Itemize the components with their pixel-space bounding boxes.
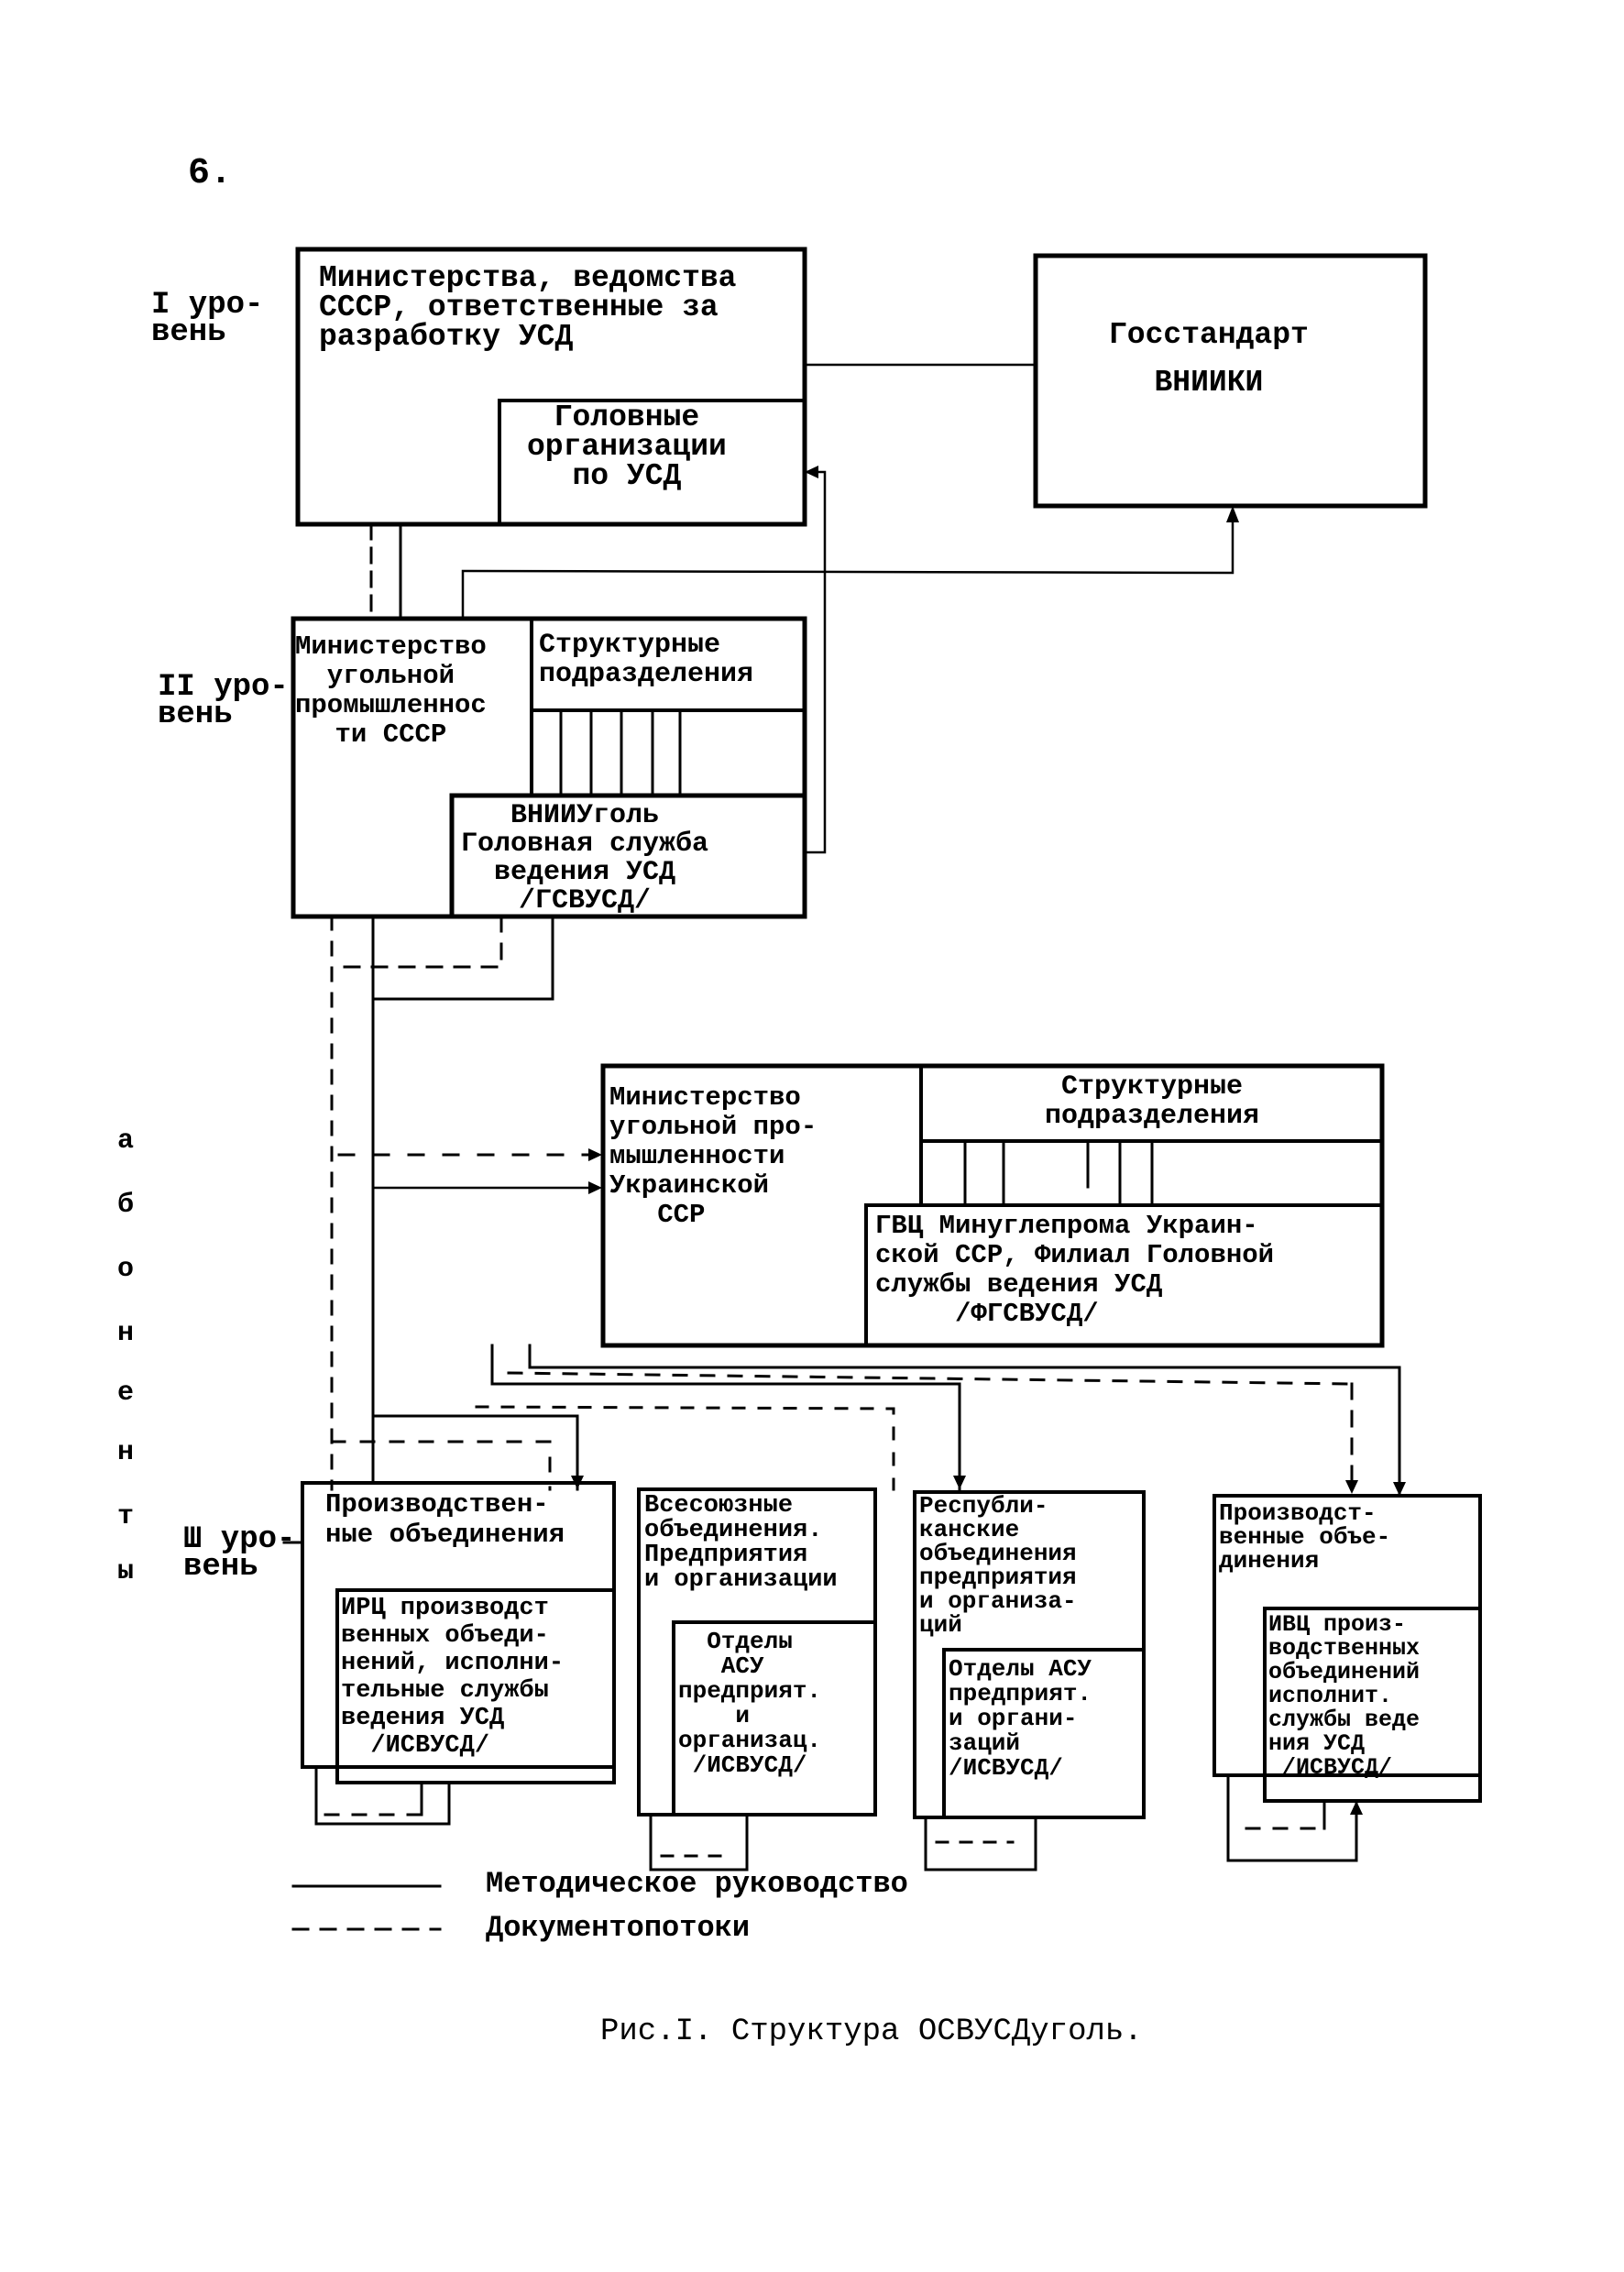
ivc-prod-text: ИВЦ произ- водственных объединений испол… (1268, 1611, 1421, 1781)
prod-assoc-2-text: Производст- венные объе- динения (1219, 1499, 1391, 1575)
loop-prod-assoc-1 (314, 1765, 451, 1826)
subscribers-letter: а (117, 1125, 135, 1157)
subscribers-letter: о (117, 1254, 135, 1285)
arrow-prod2-method (1393, 1482, 1406, 1496)
link-coal-ministry-gosstandart (461, 511, 1234, 620)
arrow-head-orgs (805, 466, 818, 478)
link-docflow-allunion (330, 1440, 552, 1491)
link-vniiugol-docflow-loop (337, 915, 503, 969)
republican-text: Республи- канские объединения предприяти… (919, 1492, 1077, 1639)
box-gvc-ukr (864, 1203, 1384, 1347)
subscribers-letter: т (117, 1501, 135, 1532)
asu-depts-1-text: Отделы АСУ предприят. и организац. /ИСВУ… (678, 1628, 822, 1779)
subscribers-letter: е (117, 1377, 135, 1409)
link-ukr-method-republican (490, 1344, 961, 1491)
box-vniiugol (449, 793, 807, 919)
arrow-allunion (571, 1476, 584, 1489)
head-orgs-text: Головные организации по УСД (527, 401, 727, 493)
link-vniiugol-head-orgs (803, 470, 827, 854)
arrow-ukr-method (588, 1181, 602, 1194)
arrow-ukr-docflow (588, 1148, 602, 1161)
struct-units-ussr-text: Структурные подразделения (539, 630, 754, 690)
irc-prod-text: ИРЦ производст венных объеди- нений, исп… (341, 1595, 565, 1760)
box-asu-depts-2 (942, 1648, 1146, 1819)
level-2-label: II уро- вень (158, 670, 289, 732)
loop-republican (924, 1816, 1037, 1871)
arrowheads (571, 466, 1406, 1815)
coal-ministry-ussr-text: Министерство угольной промышленнос ти СС… (295, 631, 487, 750)
box-irc-prod (335, 1588, 616, 1784)
arrow-prod2 (1345, 1480, 1358, 1494)
loop-allunion (649, 1813, 749, 1871)
link-docflow-republican (475, 1405, 895, 1491)
allunion-text: Всесоюзные объединения. Предприятия и ор… (644, 1492, 838, 1594)
ministries-ussr-text: Министерства, ведомства СССР, ответствен… (319, 261, 737, 354)
gosstandart-text: Госстандарт ВНИИКИ (1109, 318, 1309, 400)
box-ivc-prod (1263, 1607, 1482, 1803)
loop-prod-assoc-2 (1226, 1773, 1358, 1862)
link-method-allunion (371, 1414, 579, 1491)
struct-units-cells-ussr (559, 711, 682, 797)
asu-depts-2-text: Отделы АСУ предприят. и органи- заций /И… (949, 1655, 1092, 1782)
subscribers-letter: н (117, 1437, 135, 1468)
coal-ministry-ukr-text: Министерство угольной про- мышленности У… (609, 1082, 817, 1230)
prod-assoc-1-text: Производствен- ные объединения (325, 1489, 565, 1550)
box-gosstandart (1033, 253, 1428, 509)
box-asu-depts-1 (672, 1620, 877, 1817)
link-ukr-docflow-row (507, 1371, 1354, 1386)
arrow-prod4-loop (1350, 1801, 1363, 1815)
figure-caption: Рис.I. Структура ОСВУСДуголь. (600, 2014, 1143, 2049)
subscribers-letter: н (117, 1318, 135, 1349)
subscribers-letter: ы (117, 1556, 135, 1587)
struct-units-ukr-text: Структурные подразделения (1045, 1071, 1260, 1132)
link-vniiugol-method-loop (371, 915, 554, 1001)
legend-dashed-label: Документопотоки (486, 1911, 751, 1945)
level-3-label: Ш уро- вень (183, 1522, 296, 1585)
arrow-up-gosstandart (1226, 506, 1239, 522)
page-number: 6. (188, 153, 233, 194)
level-1-label: I уро- вень (151, 288, 264, 350)
gvc-ukr-text: ГВЦ Минуглепрома Украин- ской ССР, Филиа… (875, 1211, 1275, 1329)
struct-units-cells-ukr (963, 1142, 1154, 1207)
subscribers-letter: б (117, 1190, 135, 1221)
arrow-republican (953, 1476, 966, 1489)
link-ukr-method-prod2 (528, 1344, 1401, 1498)
legend-solid-label: Методическое руководство (486, 1867, 908, 1901)
box-head-orgs (498, 399, 807, 526)
vniiugol-text: ВНИИУголь Головная служба ведения УСД /Г… (461, 800, 709, 916)
